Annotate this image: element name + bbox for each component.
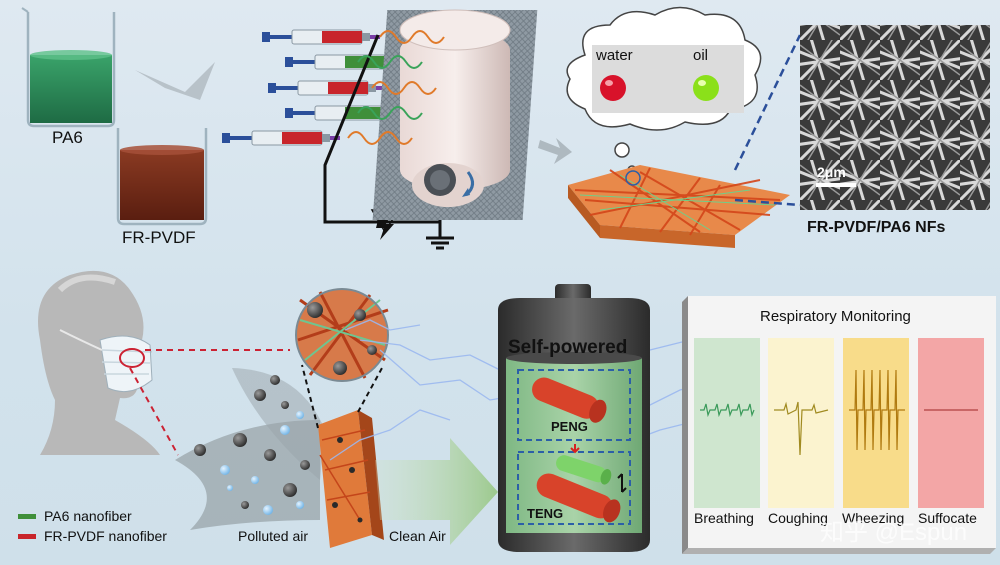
signal-panel: [843, 338, 909, 508]
signal-panel: [694, 338, 760, 508]
fiber-zoom-circle: [295, 288, 389, 382]
particles: [194, 375, 310, 515]
signal-panels: [694, 338, 984, 508]
particle: [264, 449, 276, 461]
polluted-air-label: Polluted air: [238, 528, 309, 544]
battery: [498, 284, 650, 552]
particle: [233, 433, 247, 447]
mannequin-head: [38, 270, 160, 455]
syringe: [285, 105, 403, 121]
panel-label-breathing: Breathing: [694, 510, 754, 526]
clean-air-label: Clean Air: [389, 528, 446, 544]
nanofiber-title: FR-PVDF/PA6 NFs: [807, 219, 946, 236]
syringe: [262, 29, 380, 45]
particle: [296, 501, 304, 509]
particle: [251, 476, 259, 484]
legend-label-pa6: PA6 nanofiber: [44, 508, 132, 524]
legend-swatch-fr-pvdf: [18, 533, 36, 539]
particle: [281, 401, 289, 409]
signal-trace: [700, 403, 755, 418]
panel-label-wheezing: Wheezing: [842, 510, 905, 526]
monitoring-title: Respiratory Monitoring: [760, 308, 911, 325]
arrow-to-syringes: [135, 62, 215, 100]
signal-trace: [849, 369, 905, 451]
zoom-lines-filter: [301, 364, 383, 429]
self-powered-label: Self-powered: [508, 337, 628, 358]
watermark: 知乎 @Espun: [820, 519, 968, 546]
legend-swatch-pa6: [18, 513, 36, 519]
syringe: [222, 130, 340, 146]
oil-droplet-label: oil: [693, 47, 709, 64]
particle: [254, 389, 266, 401]
filter-layer: [318, 410, 384, 548]
particle: [270, 375, 280, 385]
fiber-jets: [347, 30, 445, 145]
particle: [280, 425, 290, 435]
water-droplet-label: water: [596, 47, 633, 64]
nanofiber-membrane: [568, 165, 790, 248]
zoom-lines-sem: [733, 34, 802, 207]
clean-air-arrow: [375, 438, 498, 545]
signal-panel: [918, 338, 984, 508]
legend-item-fr-pvdf: FR-PVDF nanofiber: [18, 526, 167, 546]
particle: [194, 444, 206, 456]
peng-label: PENG: [551, 419, 588, 434]
syringe-array: [222, 29, 403, 146]
zoom-lines-mask: [129, 349, 290, 456]
legend-label-fr-pvdf: FR-PVDF nanofiber: [44, 528, 167, 544]
signal-trace: [774, 401, 829, 456]
rotating-drum: [399, 9, 511, 207]
panel-label-coughing: Coughing: [768, 510, 828, 526]
teng-label: TENG: [527, 506, 564, 521]
sem-image: [800, 25, 990, 210]
particle: [300, 460, 310, 470]
arrow-to-membrane: [538, 138, 572, 164]
particle: [227, 485, 233, 491]
particle: [263, 505, 273, 515]
droplet-cloud: [566, 6, 762, 175]
beaker-fr-pvdf: [116, 128, 208, 226]
beaker-pa6-label: PA6: [52, 128, 83, 147]
legend-item-pa6: PA6 nanofiber: [18, 506, 167, 526]
particle: [296, 411, 304, 419]
syringe: [268, 80, 386, 96]
airflow-funnel: [175, 420, 320, 530]
panel-label-suffocate: Suffocate: [918, 510, 977, 526]
particle: [220, 465, 230, 475]
legend: PA6 nanofiber FR-PVDF nanofiber: [18, 506, 167, 546]
beaker-pa6: [21, 7, 116, 128]
particle: [241, 501, 249, 509]
beaker-fr-pvdf-label: FR-PVDF: [122, 228, 196, 247]
sem-scale-bar-label: 2μm: [817, 164, 846, 180]
particle: [283, 483, 297, 497]
